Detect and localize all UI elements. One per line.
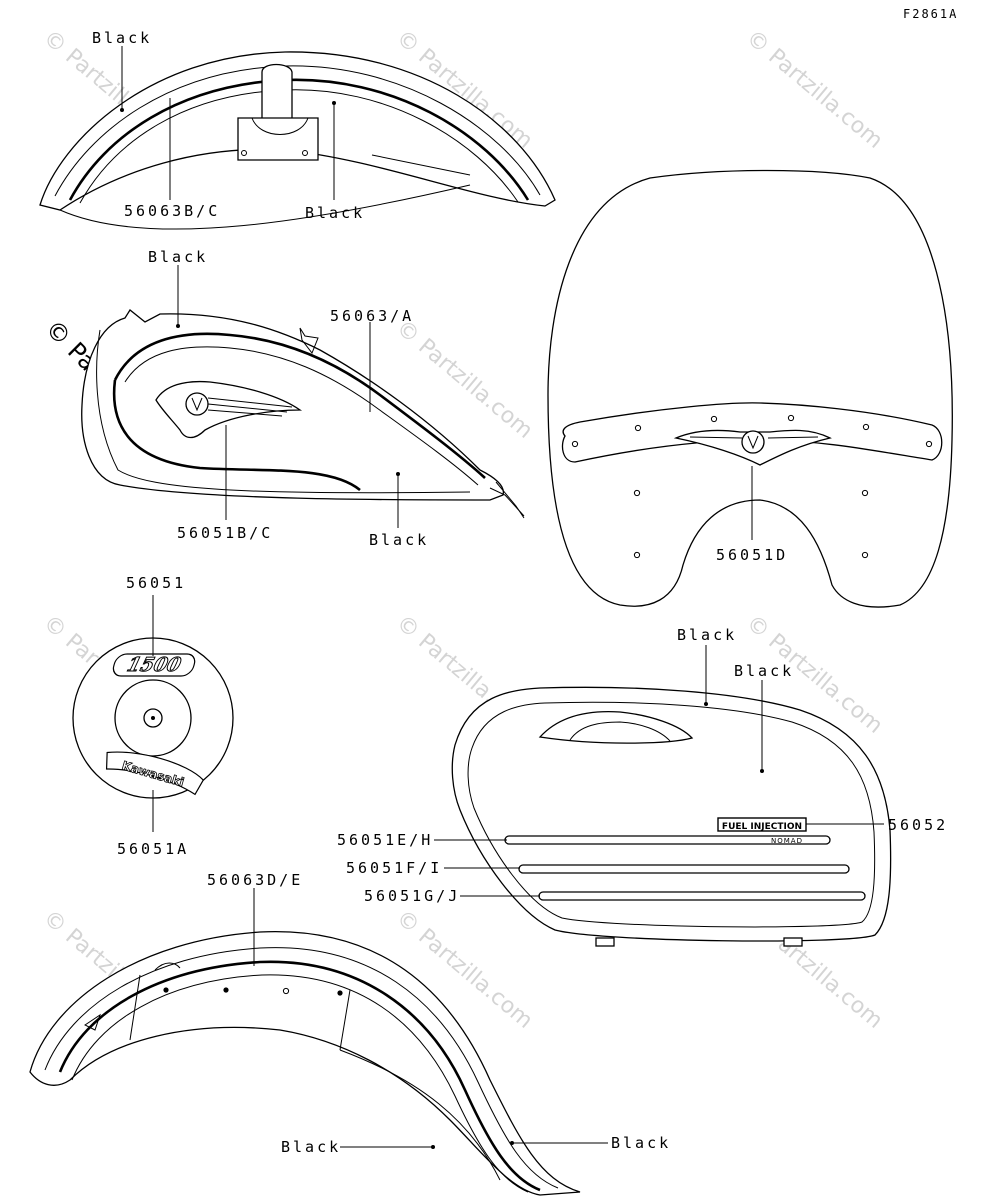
fuel-tank-callouts: Black 56063/A 56051B/C Black bbox=[148, 248, 429, 549]
windshield bbox=[547, 169, 953, 608]
fuel-injection-text: FUEL INJECTION bbox=[722, 822, 802, 832]
side-cover: FUEL INJECTION NOMAD bbox=[451, 686, 892, 947]
windshield-callouts: 56051D bbox=[716, 466, 788, 564]
badge-1500-text: 1500 bbox=[125, 653, 184, 676]
nomad-text: NOMAD bbox=[771, 837, 803, 845]
label-black: Black bbox=[148, 248, 208, 266]
front-fender-callouts: Black 56063B/C Black bbox=[92, 29, 365, 222]
label-part-number: 56051G/J bbox=[364, 887, 460, 905]
label-black: Black bbox=[677, 626, 737, 644]
label-part-number: 56063B/C bbox=[124, 202, 220, 220]
label-black: Black bbox=[305, 204, 365, 222]
badge-1500: 1500 bbox=[112, 653, 196, 677]
label-part-number: 56051E/H bbox=[337, 831, 433, 849]
air-cleaner-callouts: 56051 56051A bbox=[117, 574, 189, 858]
stripe-2 bbox=[518, 864, 850, 874]
label-part-number: 56051B/C bbox=[177, 524, 273, 542]
diagram-code: F2861A bbox=[903, 7, 958, 21]
rear-fender-callouts: 56063D/E Black Black bbox=[207, 871, 671, 1156]
rear-fender bbox=[29, 930, 581, 1196]
label-black: Black bbox=[369, 531, 429, 549]
label-black: Black bbox=[611, 1134, 671, 1152]
label-part-number: 56051 bbox=[126, 574, 186, 592]
side-cover-callouts: Black Black 56052 56051E/H 56051F/I 5605… bbox=[337, 626, 948, 905]
label-part-number: 56051F/I bbox=[346, 859, 442, 877]
label-part-number: 56063D/E bbox=[207, 871, 303, 889]
label-black: Black bbox=[734, 662, 794, 680]
watermark: © Partzilla.com bbox=[741, 25, 887, 153]
stripe-3 bbox=[538, 891, 866, 901]
label-part-number: 56063/A bbox=[330, 307, 414, 325]
label-part-number: 56052 bbox=[888, 816, 948, 834]
front-fender bbox=[39, 51, 556, 230]
label-part-number: 56051A bbox=[117, 840, 189, 858]
fuel-tank bbox=[81, 309, 525, 519]
label-black: Black bbox=[281, 1138, 341, 1156]
air-cleaner-cover: 1500 Kawasaki bbox=[72, 637, 234, 799]
label-black: Black bbox=[92, 29, 152, 47]
label-part-number: 56051D bbox=[716, 546, 788, 564]
